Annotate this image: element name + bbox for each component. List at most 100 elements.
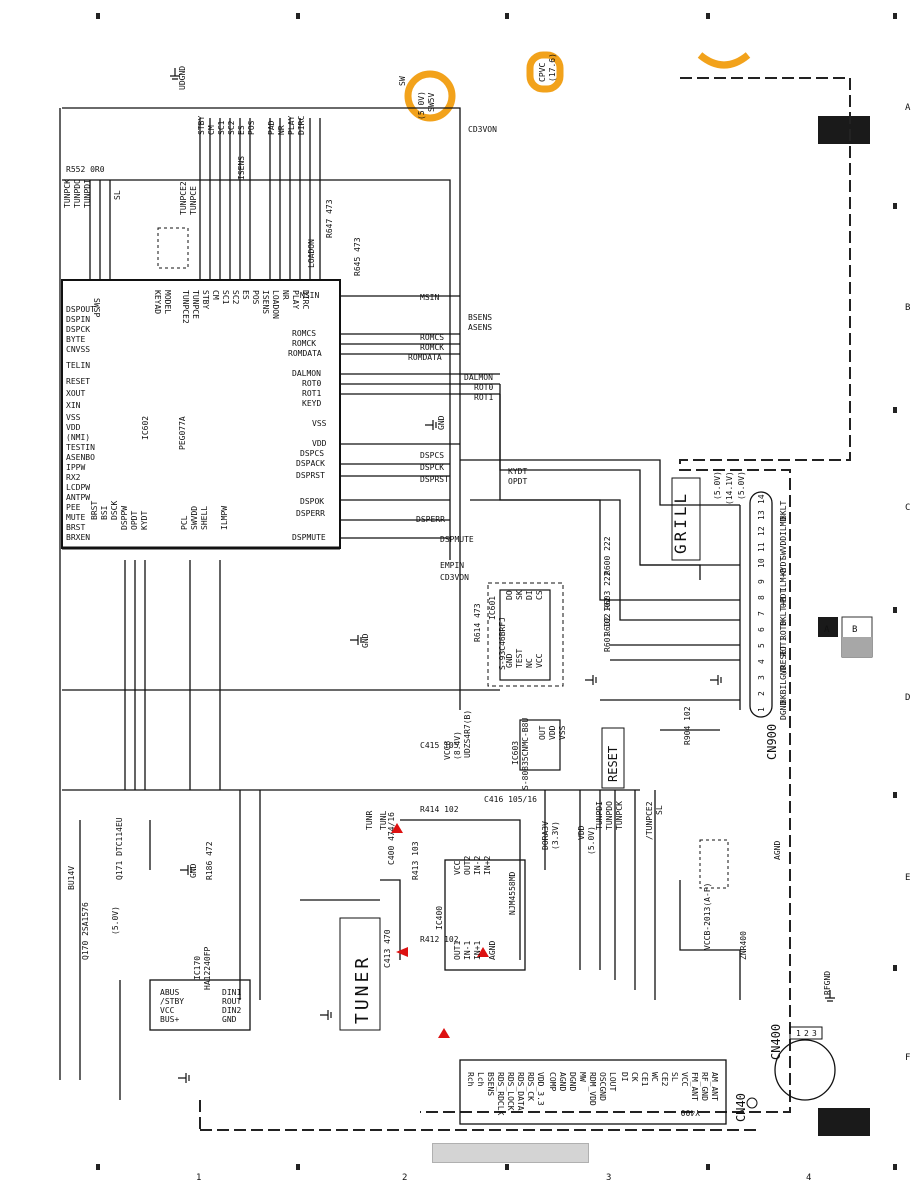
ic602-pin-s19: MUTE [66, 513, 85, 522]
cn900-pin-9-num: 5 [757, 643, 766, 648]
ic170-pin-3: BUS+ [160, 1015, 179, 1024]
section-block-bottom [818, 1108, 870, 1136]
ic602-pin-b8: SHELL [200, 506, 209, 530]
net-r-8: ROT1 [474, 393, 493, 402]
dashed-block-2 [699, 839, 729, 889]
part-c416: C416 105/16 [484, 795, 537, 804]
part-r414: R414 102 [420, 805, 459, 814]
cn400-ref: CN400 [769, 1024, 783, 1060]
ic602-pin-b6: PCL [180, 515, 189, 530]
ic602-pin-b4: OPDT [130, 511, 139, 530]
cn900-pin-11-name: BKBILGND [779, 665, 788, 704]
ic602-part: PEG077A [178, 416, 187, 450]
ic170-pin-5: DIN1 [222, 988, 241, 997]
ic400-ref: IC400 [435, 906, 444, 930]
net-gnd-2: GND [189, 863, 198, 878]
ic602-pin-s7: XOUT [66, 389, 85, 398]
net-top-1: CM [207, 125, 216, 135]
part-r603-222: R603 222 [603, 571, 612, 610]
v176-label: (17.6) [548, 53, 557, 82]
ic602-pin-l6: MODEL [163, 290, 172, 314]
y400-pin-18: WC [650, 1072, 659, 1082]
part-rfgnd: RFGND [823, 971, 832, 995]
net-r-10: OPDT [508, 477, 527, 486]
corner-marks [96, 13, 897, 1170]
ic602-pin-s9: VSS [66, 413, 81, 422]
signal-arrows [391, 823, 489, 1038]
net-r-0: MSIN [420, 293, 439, 302]
y400-pin-15: DI [620, 1072, 629, 1082]
net-r-2: ASENS [468, 323, 492, 332]
cn900-pin-2-name: ILMD [779, 517, 788, 536]
ic602-pin-r5: ROT0 [302, 379, 321, 388]
part-r904: R904 102 [683, 706, 692, 745]
y400-pin-3: RDS_RDCLK [496, 1072, 505, 1116]
y400-pin-23: RF_GND [700, 1072, 709, 1101]
footer-bar [432, 1143, 589, 1163]
grill-box [671, 477, 701, 561]
col-mark-3: 3 [606, 1173, 611, 1183]
cn900-pin-2-volt: (14.1V) [725, 471, 734, 505]
cn900-pin-1-volt: (5.0V) [713, 471, 722, 500]
ic170-pin-7: DIN2 [222, 1006, 241, 1015]
ic603-part: S-80835CNMC-B8U [521, 718, 530, 790]
ic602-pin-r1: ROMCS [292, 329, 316, 338]
ic602-pin-s3: BYTE [66, 335, 85, 344]
ic602-pin-s0: DSPOUT [66, 305, 95, 314]
ic602-pin-b0: BRST [90, 501, 99, 520]
cn400-pin-2: 3 [812, 1029, 817, 1038]
part-r413: R413 103 [411, 841, 420, 880]
ic602-pin-s2: DSPCK [66, 325, 90, 334]
ic602-pin-l7: TUNPCE2 [181, 290, 190, 324]
cn900-pin-4-name: KYDT [779, 557, 788, 576]
row-mark-a: A [905, 103, 911, 113]
ic601-pin-2: DI [525, 590, 534, 600]
ic602-pin-s1: DSPIN [66, 315, 90, 324]
ic601-pin-3: CS [535, 590, 544, 600]
ic400-pin-6: IN+1 [473, 941, 482, 960]
ic601-part: S-93C46BRFJ [498, 617, 507, 670]
ic170-body [149, 979, 251, 1031]
ic602-pin-r11: DSPACK [296, 459, 325, 468]
ic602-pin-l19: DIRC [301, 290, 310, 309]
ic601-pin-5: TEST [515, 649, 524, 668]
reset-label: RESET [606, 746, 620, 782]
net-gnd-0: GND [437, 415, 446, 430]
ic602-pin-l9: STBY [201, 290, 210, 309]
net-top-6: PAD [267, 120, 276, 135]
ic602-pin-r10: DSPCS [300, 449, 324, 458]
net-t-0: TUNPDO [605, 801, 614, 830]
net-r-16: EMPIN [440, 561, 464, 570]
y400-pin-14: LOUT [608, 1072, 617, 1091]
part-q170: Q170 2SA1576 [81, 902, 90, 960]
part-vccb: VCCB-2013(A-F) [703, 883, 712, 950]
ic602-pin-b9: ILMPW [220, 506, 229, 530]
net-v-0: (5.0V) [587, 826, 596, 855]
cn400-pin-0: 1 [796, 1029, 801, 1038]
net-p-1: VCC8 [443, 741, 452, 760]
cn900-pin-3-name: SWVDD [779, 536, 788, 560]
y400-pin-13: OSCGND [598, 1072, 607, 1101]
ic602-pin-r12: DSPRST [296, 471, 325, 480]
ic602-pin-l11: SC1 [221, 290, 230, 305]
ic602-pin-l18: PLAY [291, 290, 300, 309]
net-t-6: TUNR [365, 811, 374, 830]
net-t-3: /TUNPCE2 [645, 801, 654, 840]
ic602-pin-s17: ANTPW [66, 493, 90, 502]
y400-pin-12: RDM_VDD [588, 1072, 597, 1106]
y400-pin-2: BSENS [486, 1072, 495, 1096]
arrow-in1 [477, 947, 489, 957]
part-r645: R645 473 [353, 237, 362, 276]
net-l-2: TUNPDI [83, 179, 92, 208]
section-b-letter: B [852, 625, 857, 635]
ic400-pin-2: IN-2 [473, 856, 482, 875]
ic602-pin-r15: DSPMUTE [292, 533, 326, 542]
net-top-11: LOADON [307, 239, 316, 268]
net-t-4: SL [655, 805, 664, 815]
ic601-pin-7: VCC [535, 653, 544, 668]
cn900-pin-9-name: ROT1 [779, 637, 788, 656]
net-p-0: VDD [577, 825, 586, 840]
net-r-13: DSPRST [420, 475, 449, 484]
ic400-pin-0: VCC [453, 860, 462, 875]
net-r-15: DSPMUTE [440, 535, 474, 544]
